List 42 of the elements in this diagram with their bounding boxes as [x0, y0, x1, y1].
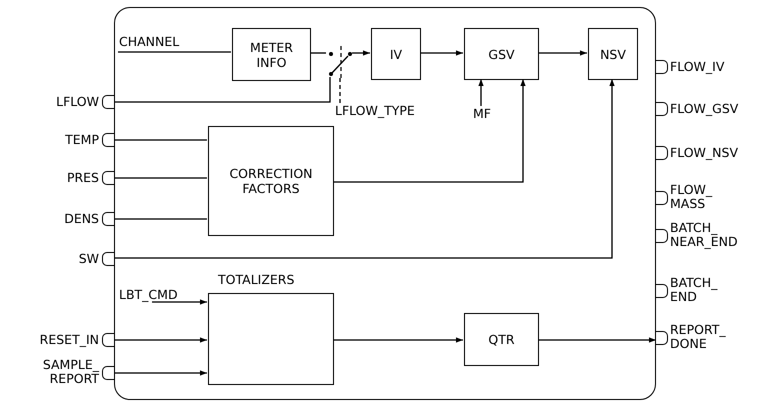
signal-label: MF — [473, 107, 491, 121]
port-label: BATCH_ NEAR_END — [670, 221, 739, 249]
port-label: SAMPLE_ REPORT — [42, 358, 99, 386]
port-label: LFLOW — [55, 95, 99, 109]
signal-label: CHANNEL — [119, 35, 180, 49]
port-label: RESET_IN — [38, 333, 99, 347]
arrow — [152, 299, 207, 305]
port-label: FLOW_ MASS — [670, 183, 714, 211]
function-block-outline — [114, 7, 656, 400]
arrow — [538, 337, 656, 343]
function-block: NSV — [588, 28, 638, 80]
port-label: DENS — [63, 212, 99, 226]
connector-line — [114, 139, 207, 141]
dashed-line — [339, 77, 341, 103]
signal-label: LBT_CMD — [119, 288, 178, 302]
arrow — [114, 370, 207, 376]
arrow — [114, 79, 615, 259]
arrow — [333, 337, 463, 343]
function-block: CORRECTION FACTORS — [208, 126, 334, 236]
port-label: FLOW_IV — [670, 60, 725, 74]
connector-line — [310, 52, 326, 54]
arrow — [420, 50, 463, 56]
signal-label: LFLOW_TYPE — [335, 104, 415, 118]
block-title: TOTALIZERS — [218, 273, 294, 287]
port-label: TEMP — [64, 133, 99, 147]
function-block: METER INFO — [232, 28, 311, 81]
port-label: PRES — [66, 171, 99, 185]
arrow — [114, 337, 207, 343]
arrow — [478, 79, 484, 106]
function-block: GSV — [464, 28, 539, 80]
connector-line — [118, 51, 231, 53]
arrow — [352, 50, 370, 56]
port-label: SW — [78, 252, 99, 266]
function-block: QTR — [464, 313, 539, 366]
arrow — [333, 79, 526, 183]
arrow — [538, 50, 587, 56]
function-block: IV — [371, 28, 421, 80]
port-label: REPORT_ DONE — [670, 323, 727, 351]
connector-line — [114, 177, 207, 179]
port-label: BATCH_ END — [670, 276, 718, 304]
connector-line — [114, 77, 331, 103]
connector-line — [114, 218, 207, 220]
